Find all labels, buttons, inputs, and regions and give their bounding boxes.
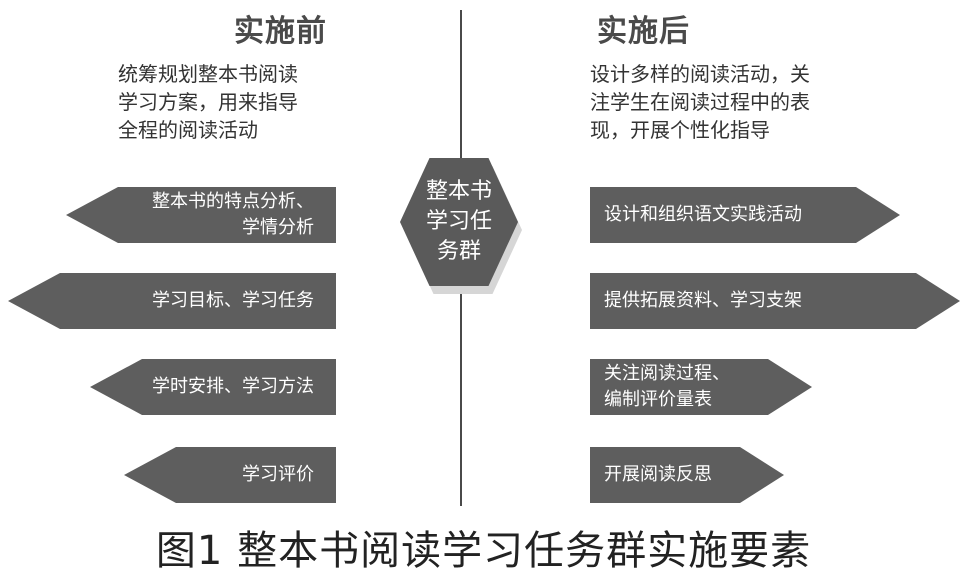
right-description-line: 注学生在阅读过程中的表 — [590, 90, 810, 114]
arrow-label: 开展阅读反思 — [604, 464, 712, 485]
arrow-label: 编制评价量表 — [604, 389, 712, 410]
arrow-label: 学习评价 — [242, 464, 314, 485]
arrow-label: 学情分析 — [242, 217, 314, 238]
left-description: 统筹规划整本书阅读 学习方案，用来指导 全程的阅读活动 — [118, 60, 298, 144]
hexagon-label: 学习任 — [425, 209, 492, 234]
hexagon-label: 整本书 — [425, 179, 492, 204]
left-description-line: 全程的阅读活动 — [118, 118, 258, 142]
left-arrow-goals: 学习目标、学习任务 — [8, 273, 336, 329]
right-description: 设计多样的阅读活动，关 注学生在阅读过程中的表 现，开展个性化指导 — [590, 60, 810, 144]
right-arrow-activities: 设计和组织语文实践活动 — [590, 187, 900, 243]
left-arrow-evaluation: 学习评价 — [124, 447, 336, 503]
arrow-label: 整本书的特点分析、 — [152, 191, 314, 212]
left-description-line: 统筹规划整本书阅读 — [118, 62, 298, 86]
left-arrow-analysis: 整本书的特点分析、 学情分析 — [66, 187, 336, 243]
right-arrow-resources: 提供拓展资料、学习支架 — [590, 273, 960, 329]
left-arrow-schedule: 学时安排、学习方法 — [90, 359, 336, 415]
figure-caption: 图1 整本书阅读学习任务群实施要素 — [155, 528, 812, 574]
arrow-label: 关注阅读过程、 — [604, 363, 730, 384]
hexagon-label: 务群 — [436, 239, 481, 264]
left-description-line: 学习方案，用来指导 — [118, 90, 298, 114]
right-arrow-process: 关注阅读过程、 编制评价量表 — [590, 359, 812, 415]
right-description-line: 现，开展个性化指导 — [590, 118, 770, 142]
arrow-label: 学习目标、学习任务 — [152, 290, 314, 311]
arrow-label: 提供拓展资料、学习支架 — [604, 290, 802, 311]
right-arrow-reflection: 开展阅读反思 — [590, 447, 784, 503]
arrow-label: 学时安排、学习方法 — [152, 376, 314, 397]
right-heading: 实施后 — [597, 14, 690, 49]
left-heading: 实施前 — [234, 14, 327, 49]
right-description-line: 设计多样的阅读活动，关 — [590, 62, 810, 86]
arrow-label: 设计和组织语文实践活动 — [604, 204, 802, 225]
